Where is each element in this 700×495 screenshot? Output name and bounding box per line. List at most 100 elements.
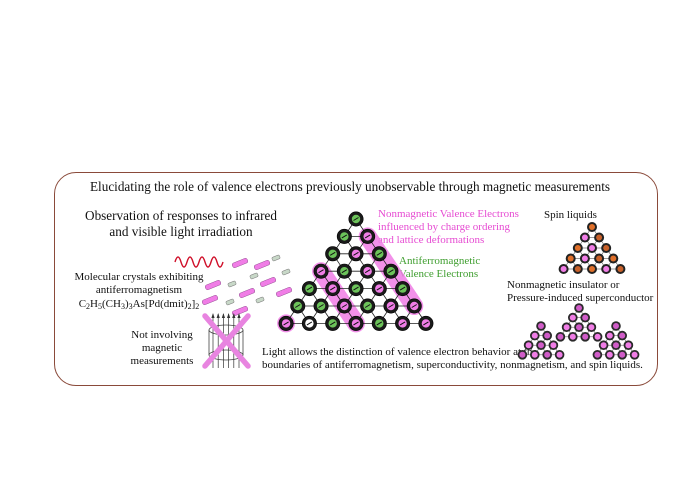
site-core bbox=[617, 266, 624, 272]
site-core bbox=[603, 266, 610, 272]
nonmagnetic-line-2: influenced by charge ordering bbox=[378, 221, 511, 234]
site-core bbox=[576, 324, 582, 331]
superconductor-lattice-icon bbox=[517, 303, 640, 360]
spin-mark bbox=[318, 304, 324, 308]
cation-molecule bbox=[225, 298, 235, 306]
site-core bbox=[581, 255, 588, 262]
site-core bbox=[613, 323, 619, 329]
insulator-line-1: Nonmagnetic insulator or bbox=[507, 279, 620, 291]
molecule-dimer bbox=[204, 280, 222, 290]
site-core bbox=[567, 255, 574, 262]
light-allows-line-2: boundaries of antiferromagnetism, superc… bbox=[262, 359, 643, 372]
spin-mark bbox=[283, 321, 289, 326]
site-core bbox=[581, 234, 588, 241]
formula-part: ] bbox=[191, 297, 196, 310]
spin-mark bbox=[376, 251, 383, 256]
formula-part: (CH bbox=[102, 297, 121, 310]
nonmagnetic-line-1: Nonmagnetic Valence Electrons bbox=[378, 208, 519, 220]
site-core bbox=[596, 255, 603, 262]
infrared-light-wave-icon bbox=[174, 256, 224, 268]
not-involving-line-1: Not involving bbox=[131, 329, 193, 341]
field-arrow bbox=[221, 313, 225, 318]
outer-frame bbox=[54, 172, 658, 386]
field-arrow bbox=[216, 313, 220, 318]
molecular-line-1: Molecular crystals exhibiting bbox=[74, 271, 204, 283]
cross-stroke bbox=[202, 313, 251, 369]
spin-mark bbox=[353, 251, 359, 256]
site-core bbox=[631, 351, 638, 358]
spin-mark bbox=[329, 286, 336, 291]
spin-mark bbox=[399, 321, 406, 326]
not-involving-line-2: magnetic bbox=[141, 341, 183, 354]
spin-mark bbox=[423, 321, 429, 326]
formula-subscript: 2 bbox=[86, 301, 91, 311]
site-core bbox=[544, 351, 551, 358]
nonmagnetic-valence-text: Nonmagnetic Valence Electrons influenced… bbox=[378, 208, 519, 248]
cation-molecule bbox=[249, 272, 259, 280]
site-core bbox=[525, 342, 532, 349]
site-core bbox=[588, 324, 595, 331]
molecule-dimer bbox=[253, 260, 271, 270]
site-core bbox=[557, 333, 564, 340]
formula-part: As[Pd(dmit) bbox=[132, 297, 188, 310]
spin-mark bbox=[329, 251, 336, 256]
light-allows-line-1: Light allows the distinction of valence … bbox=[262, 346, 538, 358]
site-core bbox=[563, 324, 570, 331]
cation-molecule bbox=[255, 296, 265, 304]
spin-mark bbox=[306, 286, 313, 291]
site-core bbox=[556, 351, 563, 358]
molecule-dimer bbox=[231, 306, 249, 316]
site-core bbox=[619, 332, 626, 339]
nonmagnetic-line-3: and lattice deformations bbox=[378, 234, 485, 247]
site-core bbox=[560, 266, 567, 272]
spin-mark bbox=[364, 269, 371, 274]
site-core bbox=[576, 305, 582, 311]
triangular-lattice-icon bbox=[277, 211, 434, 333]
molecule-dimer bbox=[275, 287, 293, 297]
site-core bbox=[619, 351, 626, 358]
formula-subscript: 5 bbox=[98, 301, 102, 311]
insulator-text: Nonmagnetic insulator or Pressure-induce… bbox=[507, 279, 653, 306]
spin-mark bbox=[294, 304, 301, 308]
site-core bbox=[538, 342, 544, 349]
observation-line-2: and visible light irradiation bbox=[109, 223, 253, 239]
spin-mark bbox=[353, 217, 359, 221]
formula-subscript: 3 bbox=[120, 301, 125, 311]
site-core bbox=[582, 333, 589, 340]
field-arrow bbox=[211, 313, 215, 318]
not-involving-text: Not involving magnetic measurements bbox=[116, 329, 208, 368]
site-core bbox=[589, 266, 595, 272]
cation-molecule bbox=[281, 268, 291, 276]
spin-mark bbox=[388, 304, 394, 308]
site-core bbox=[574, 266, 581, 272]
cation-molecule bbox=[227, 280, 237, 288]
cation-molecule bbox=[271, 254, 281, 262]
spin-mark bbox=[341, 304, 348, 308]
field-arrow bbox=[227, 313, 231, 318]
spin-mark bbox=[376, 321, 383, 326]
observation-text: Observation of responses to infrared and… bbox=[62, 208, 300, 240]
site-core bbox=[531, 351, 538, 358]
site-core bbox=[594, 333, 601, 340]
site-core bbox=[594, 351, 601, 358]
spin-mark bbox=[341, 269, 348, 274]
site-core bbox=[606, 351, 613, 358]
afm-valence-text: Antiferromagnetic Valence Electrons bbox=[399, 255, 480, 281]
field-arrow bbox=[237, 313, 241, 318]
magnetometer-crossed-icon bbox=[202, 313, 251, 369]
spin-mark bbox=[376, 286, 383, 291]
site-core bbox=[538, 323, 544, 329]
molecule-dimer bbox=[231, 258, 249, 268]
spin-mark bbox=[306, 321, 313, 326]
site-core bbox=[531, 332, 538, 339]
site-core bbox=[519, 351, 526, 358]
site-core bbox=[600, 342, 607, 349]
molecular-line-2: antiferromagnetism bbox=[95, 284, 183, 297]
formula-part: ) bbox=[124, 297, 129, 310]
spin-mark bbox=[329, 321, 336, 326]
observation-line-1: Observation of responses to infrared bbox=[85, 208, 277, 223]
molecule-dimer bbox=[238, 288, 256, 298]
site-core bbox=[613, 342, 619, 349]
spin-liquids-label: Spin liquids bbox=[544, 209, 597, 221]
site-core bbox=[589, 224, 595, 230]
